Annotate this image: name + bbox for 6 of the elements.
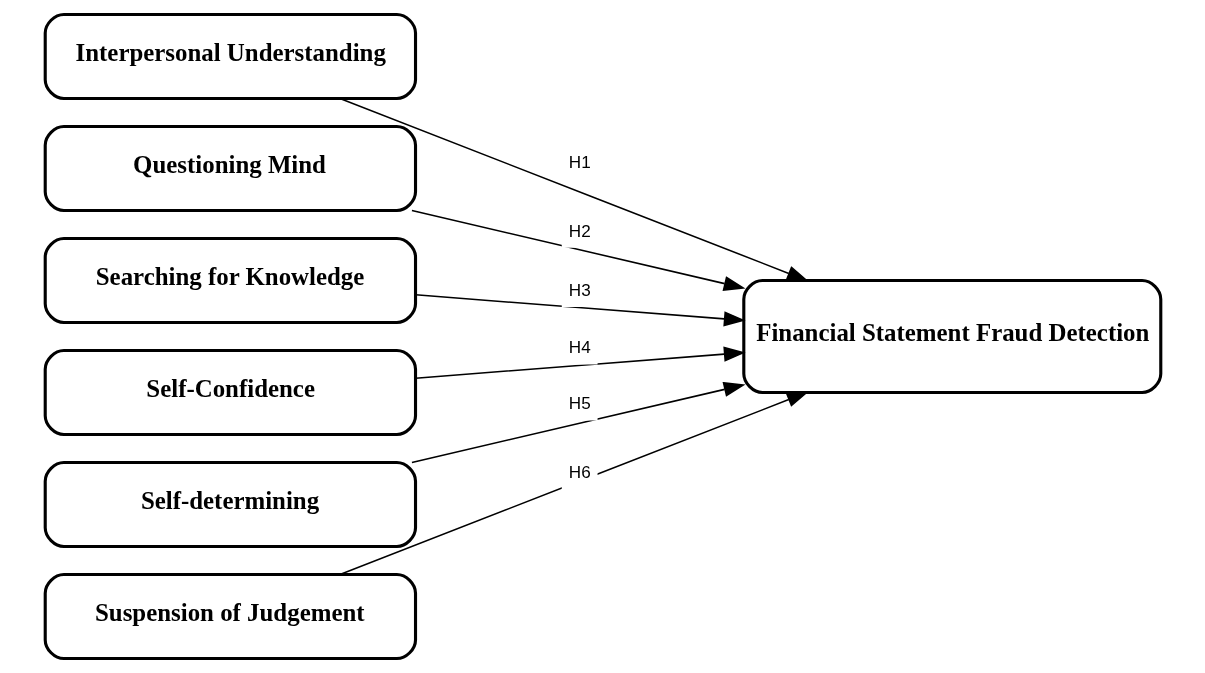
edge-label: H5 [568, 394, 591, 414]
edge-label: H2 [568, 221, 591, 241]
edge-label: H6 [568, 462, 591, 482]
edge-label: H3 [568, 280, 591, 300]
edge-label: H1 [568, 153, 591, 173]
edge-label: H4 [568, 338, 591, 358]
